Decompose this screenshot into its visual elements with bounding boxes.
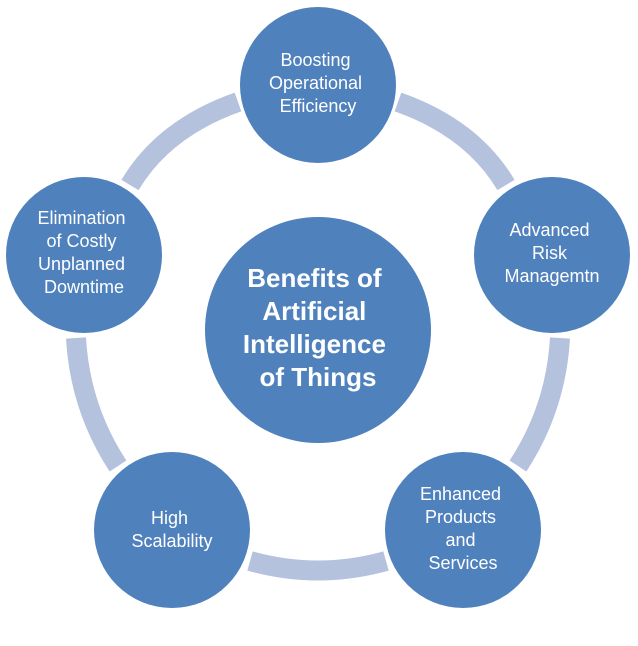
- center-line: Benefits of: [247, 263, 382, 293]
- ring-arrow-2: [509, 337, 570, 472]
- node-line: Managemtn: [504, 266, 599, 286]
- node-circle: [6, 177, 162, 333]
- node-label: Elimination of Costly Unplanned Downtime: [37, 208, 130, 297]
- node-line: Downtime: [44, 277, 124, 297]
- node-line: Elimination: [37, 208, 125, 228]
- node-high-scalability: High Scalability: [94, 452, 250, 608]
- node-line: Efficiency: [280, 96, 357, 116]
- node-circle: [240, 7, 396, 163]
- node-circle: [385, 452, 541, 608]
- node-circle: [94, 452, 250, 608]
- ring-arrow-3: [247, 551, 389, 581]
- center-line: of Things: [260, 362, 377, 392]
- cycle-ring: [66, 92, 570, 581]
- node-line: and: [445, 530, 475, 550]
- center-line: Intelligence: [243, 329, 386, 359]
- ring-arrow-4: [66, 337, 127, 472]
- node-line: Advanced: [509, 220, 589, 240]
- center-title: Benefits of Artificial Intelligence of T…: [243, 263, 393, 392]
- node-label: Advanced Risk Managemtn: [504, 220, 599, 286]
- node-circle: [474, 177, 630, 333]
- node-line: of Costly: [46, 231, 116, 251]
- node-label: Boosting Operational Efficiency: [269, 50, 367, 116]
- center-circle: [205, 217, 431, 443]
- node-line: Services: [428, 553, 497, 573]
- node-line: Boosting: [280, 50, 350, 70]
- node-line: High: [151, 508, 188, 528]
- node-enhanced-products-and-services: Enhanced Products and Services: [385, 452, 541, 608]
- center-line: Artificial: [262, 296, 366, 326]
- node-advanced-risk-management: Advanced Risk Managemtn: [474, 177, 630, 333]
- node-line: Risk: [532, 243, 568, 263]
- node-boosting-operational-efficiency: Boosting Operational Efficiency: [240, 7, 396, 163]
- node-label: Enhanced Products and Services: [420, 484, 506, 573]
- node-line: Operational: [269, 73, 362, 93]
- node-line: Unplanned: [38, 254, 125, 274]
- node-line: Scalability: [131, 531, 212, 551]
- ring-arrow-5: [121, 92, 242, 191]
- node-elimination-of-costly-unplanned-downtime: Elimination of Costly Unplanned Downtime: [6, 177, 162, 333]
- node-label: High Scalability: [131, 508, 212, 551]
- center-node: Benefits of Artificial Intelligence of T…: [205, 217, 431, 443]
- node-line: Enhanced: [420, 484, 501, 504]
- ring-arrow-1: [394, 92, 515, 191]
- node-line: Products: [425, 507, 496, 527]
